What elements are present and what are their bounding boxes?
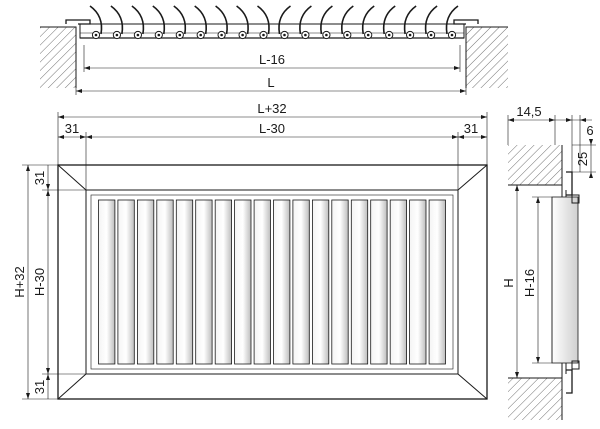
top-blade-arc bbox=[215, 5, 228, 35]
side-depth-dimensions: 14,5 6 bbox=[507, 104, 594, 172]
dim-l-minus-16: L-16 bbox=[259, 52, 285, 67]
dim-l-plus-32: L+32 bbox=[257, 101, 286, 116]
front-blade bbox=[389, 199, 408, 365]
dim-l: L bbox=[267, 75, 274, 90]
top-blade-arc bbox=[194, 5, 207, 35]
top-blade-arc bbox=[299, 5, 312, 35]
top-blade-pivot-center bbox=[325, 33, 328, 37]
front-blade bbox=[136, 199, 155, 365]
top-blade-pivot-center bbox=[241, 33, 244, 37]
front-blade bbox=[156, 199, 174, 365]
dim-lip-25: 25 bbox=[575, 152, 590, 166]
top-blade-arc bbox=[131, 5, 145, 35]
front-blade bbox=[409, 199, 427, 365]
dim-l-minus-30: L-30 bbox=[259, 121, 285, 136]
dim-h-plus-32: H+32 bbox=[12, 266, 27, 297]
front-width-dimensions: L+32 L-30 31 31 bbox=[57, 101, 488, 190]
top-blade-pivot-center bbox=[450, 33, 454, 37]
dim-depth-14-5: 14,5 bbox=[516, 104, 541, 119]
wall-right-section bbox=[465, 26, 508, 88]
top-dimensions: L-16 L bbox=[75, 45, 467, 95]
top-blade-pivot-center bbox=[220, 33, 223, 37]
top-blade-arc bbox=[424, 5, 438, 35]
grille-frame-top bbox=[65, 19, 479, 39]
top-blade-arc bbox=[361, 5, 375, 35]
top-blade-pivot-center bbox=[178, 33, 182, 37]
top-blade-arc bbox=[445, 5, 459, 35]
side-height-dimensions: H H-16 bbox=[501, 184, 562, 379]
front-blade bbox=[370, 199, 388, 365]
frame-inner bbox=[85, 189, 459, 375]
top-view-blades bbox=[89, 5, 459, 40]
top-blade-pivot-center bbox=[115, 33, 119, 37]
top-blade-pivot-center bbox=[387, 33, 391, 37]
front-blade bbox=[311, 199, 330, 365]
front-blade bbox=[273, 199, 291, 365]
top-blade-arc bbox=[257, 5, 270, 35]
top-blade-arc bbox=[236, 5, 249, 35]
top-blade-arc bbox=[152, 5, 166, 35]
front-blade bbox=[234, 199, 252, 365]
front-blade bbox=[292, 199, 310, 365]
top-blade-pivot-center bbox=[262, 33, 265, 37]
top-blade-arc bbox=[173, 5, 187, 35]
side-lip-dimension: 25 bbox=[566, 139, 596, 178]
dim-flange-left: 31 bbox=[65, 121, 79, 136]
front-blade bbox=[195, 199, 213, 365]
front-blade bbox=[331, 199, 349, 365]
front-height-dimensions: H+32 H-30 31 31 bbox=[12, 164, 86, 400]
dim-flange-right: 31 bbox=[464, 121, 478, 136]
side-profile bbox=[551, 171, 580, 394]
front-view-blades bbox=[98, 199, 446, 365]
top-blade-pivot-center bbox=[199, 33, 202, 37]
side-view: 14,5 6 25 H H-16 bbox=[501, 104, 596, 420]
front-blade bbox=[117, 199, 135, 365]
dim-flange-top: 31 bbox=[32, 171, 47, 185]
dim-h-minus-16: H-16 bbox=[522, 269, 537, 297]
top-blade-arc bbox=[403, 5, 417, 35]
dim-flange-6: 6 bbox=[586, 123, 593, 138]
top-blade-pivot-center bbox=[408, 33, 412, 37]
dim-h-minus-30: H-30 bbox=[32, 268, 47, 296]
top-blade-arc bbox=[89, 5, 103, 35]
wall-left-section bbox=[40, 26, 77, 88]
top-blade-arc bbox=[320, 5, 333, 35]
dim-flange-bottom: 31 bbox=[32, 380, 47, 394]
top-blade-arc bbox=[382, 5, 396, 35]
top-blade-pivot-center bbox=[346, 33, 349, 37]
front-blade bbox=[428, 199, 446, 365]
front-view: L+32 L-30 31 31 H+32 H-30 31 31 bbox=[12, 101, 488, 400]
front-blade bbox=[350, 199, 369, 365]
frame-outer bbox=[57, 164, 488, 400]
front-blade bbox=[175, 199, 194, 365]
top-blade-arc bbox=[110, 5, 124, 35]
top-view: L-16 L bbox=[40, 5, 508, 95]
dim-h: H bbox=[501, 278, 516, 287]
front-blade bbox=[98, 199, 116, 365]
top-blade-pivot-center bbox=[429, 33, 433, 37]
front-blade bbox=[253, 199, 271, 365]
top-blade-pivot-center bbox=[304, 33, 307, 37]
top-blade-pivot-center bbox=[283, 33, 286, 37]
top-blade-arc bbox=[278, 5, 291, 35]
front-blade bbox=[214, 199, 232, 365]
side-wall-upper bbox=[508, 145, 563, 186]
top-blade-arc bbox=[341, 5, 354, 35]
top-blade-pivot-center bbox=[136, 33, 140, 37]
top-blade-pivot-center bbox=[94, 33, 98, 37]
side-wall-lower bbox=[508, 377, 563, 420]
top-blade-pivot-center bbox=[366, 33, 370, 37]
top-blade-pivot-center bbox=[157, 33, 161, 37]
